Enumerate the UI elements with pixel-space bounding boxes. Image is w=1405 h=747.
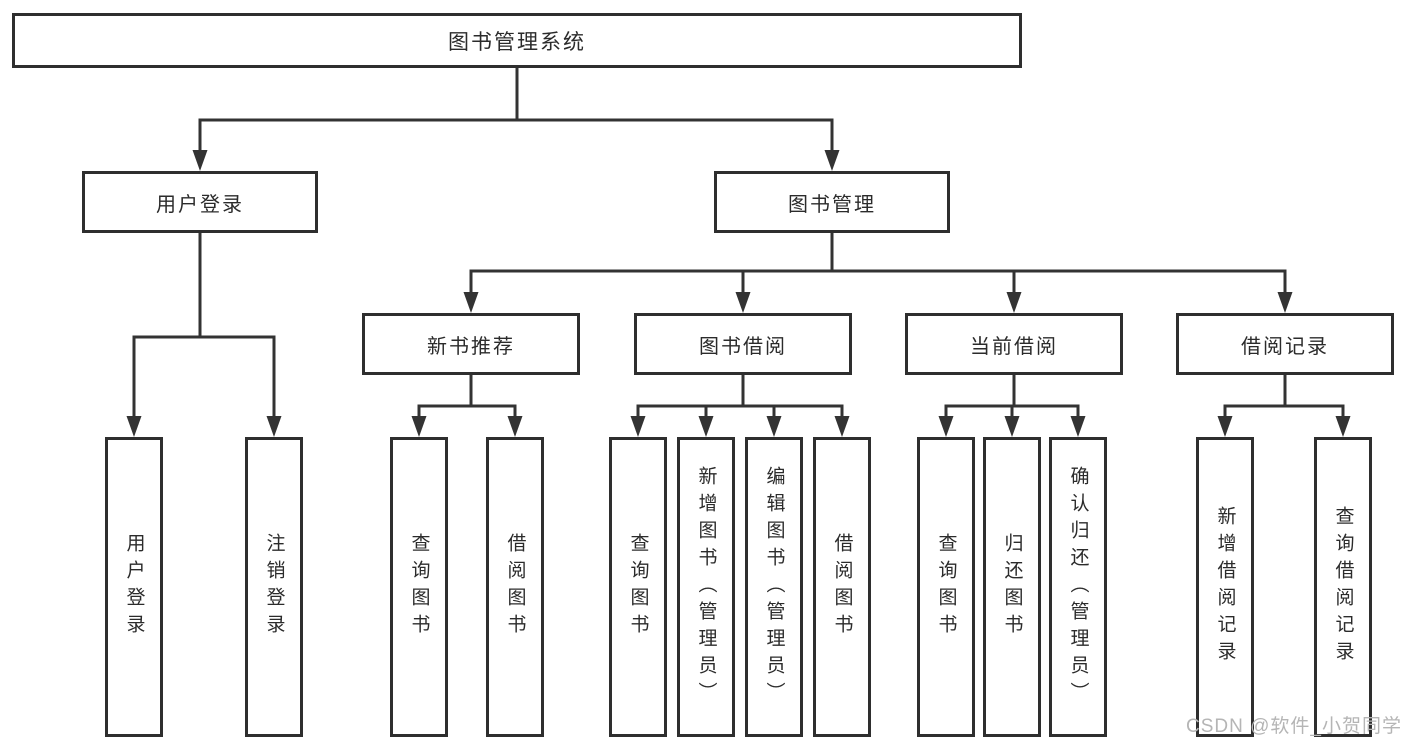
arrow-down-icon — [463, 292, 479, 313]
arrow-down-icon — [1277, 292, 1293, 313]
arrow-down-icon — [698, 416, 714, 437]
node-label: 图书管理系统 — [448, 30, 586, 54]
node-leaf-return-books: 归还图书 — [983, 437, 1041, 737]
node-leaf-confirm-return: 确认归还（管理员） — [1049, 437, 1107, 737]
arrow-down-icon — [411, 416, 427, 437]
node-leaf-borrow-books-2: 借阅图书 — [813, 437, 871, 737]
arrow-down-icon — [1004, 416, 1020, 437]
node-label: 归还图书 — [1001, 533, 1023, 641]
node-book-borrowing: 图书借阅 — [634, 313, 852, 375]
node-root: 图书管理系统 — [12, 13, 1022, 68]
arrow-down-icon — [1070, 416, 1086, 437]
node-book-management: 图书管理 — [714, 171, 950, 233]
node-label: 查询图书 — [935, 533, 957, 641]
node-leaf-borrow-books-1: 借阅图书 — [486, 437, 544, 737]
node-label: 查询图书 — [408, 533, 430, 641]
node-leaf-query-borrow-record: 查询借阅记录 — [1314, 437, 1372, 737]
node-label: 当前借阅 — [970, 335, 1058, 358]
arrow-down-icon — [266, 416, 282, 437]
node-label: 新增借阅记录 — [1214, 506, 1236, 668]
node-label: 查询借阅记录 — [1332, 506, 1354, 668]
node-leaf-edit-books: 编辑图书（管理员） — [745, 437, 803, 737]
node-current-borrowing: 当前借阅 — [905, 313, 1123, 375]
watermark: CSDN @软件_小贺同学 — [1186, 716, 1402, 737]
arrow-down-icon — [766, 416, 782, 437]
node-leaf-add-borrow-record: 新增借阅记录 — [1196, 437, 1254, 737]
arrow-down-icon — [938, 416, 954, 437]
node-label: 注销登录 — [263, 533, 285, 641]
node-leaf-user-login: 用户登录 — [105, 437, 163, 737]
arrow-down-icon — [824, 150, 840, 171]
node-leaf-logout: 注销登录 — [245, 437, 303, 737]
node-label: 用户登录 — [156, 193, 244, 216]
node-label: 用户登录 — [123, 533, 145, 641]
node-borrowing-records: 借阅记录 — [1176, 313, 1394, 375]
arrow-down-icon — [735, 292, 751, 313]
arrow-down-icon — [507, 416, 523, 437]
node-leaf-add-books: 新增图书（管理员） — [677, 437, 735, 737]
node-leaf-query-books-1: 查询图书 — [390, 437, 448, 737]
node-user-login: 用户登录 — [82, 171, 318, 233]
arrow-down-icon — [1217, 416, 1233, 437]
node-label: 新书推荐 — [427, 335, 515, 358]
node-label: 借阅图书 — [831, 533, 853, 641]
node-leaf-query-books-2: 查询图书 — [609, 437, 667, 737]
node-label: 编辑图书（管理员） — [763, 465, 785, 709]
node-new-book-recommend: 新书推荐 — [362, 313, 580, 375]
node-label: 新增图书（管理员） — [695, 465, 717, 709]
arrow-down-icon — [630, 416, 646, 437]
node-label: 借阅图书 — [504, 533, 526, 641]
arrow-down-icon — [126, 416, 142, 437]
arrow-down-icon — [1006, 292, 1022, 313]
arrow-down-icon — [834, 416, 850, 437]
arrow-down-icon — [192, 150, 208, 171]
node-label: 借阅记录 — [1241, 335, 1329, 358]
arrow-down-icon — [1335, 416, 1351, 437]
node-label: 图书管理 — [788, 193, 876, 216]
node-label: 确认归还（管理员） — [1067, 465, 1089, 709]
node-leaf-query-books-3: 查询图书 — [917, 437, 975, 737]
node-label: 查询图书 — [627, 533, 649, 641]
node-label: 图书借阅 — [699, 335, 787, 358]
